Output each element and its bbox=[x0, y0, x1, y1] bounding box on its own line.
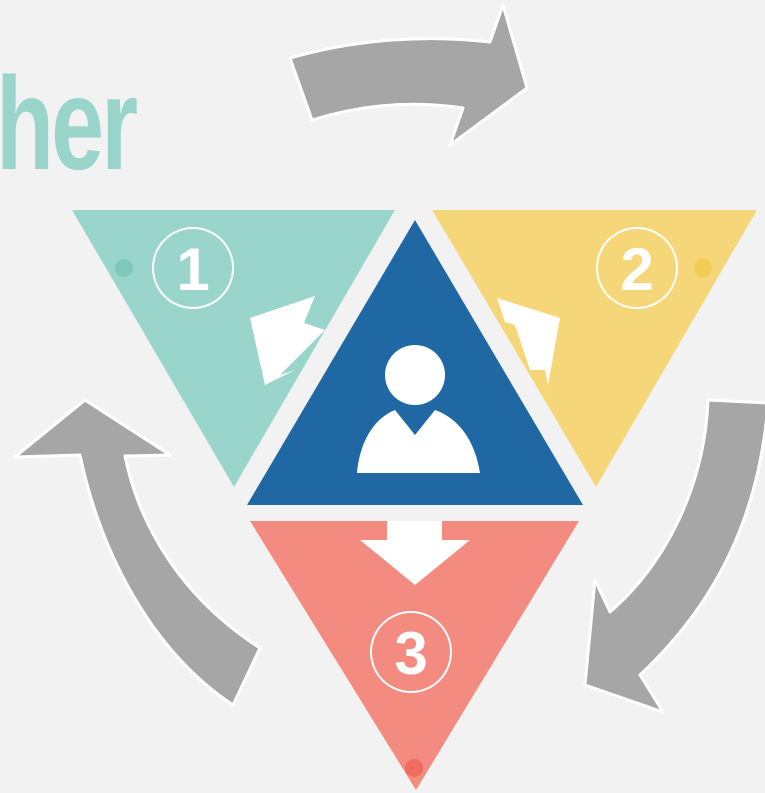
step-3-number: 3 bbox=[394, 620, 427, 687]
inner-arrow-right bbox=[497, 298, 560, 385]
inner-arrow-left bbox=[250, 296, 325, 385]
step-1-triangle bbox=[72, 210, 395, 487]
step-3-triangle bbox=[250, 521, 579, 790]
step-1-number: 1 bbox=[176, 236, 209, 303]
inner-arrow-down bbox=[360, 521, 470, 585]
step-1-badge: 1 bbox=[152, 227, 234, 309]
cycle-arrow-right bbox=[583, 398, 765, 714]
step-2-dot bbox=[694, 259, 712, 277]
partial-title: her bbox=[0, 50, 138, 197]
step-3-badge: 3 bbox=[370, 611, 452, 693]
person-icon bbox=[357, 345, 480, 473]
step-2-badge: 2 bbox=[596, 227, 678, 309]
step-2-number: 2 bbox=[620, 236, 653, 303]
cycle-arrow-top bbox=[288, 3, 529, 147]
step-1-dot bbox=[115, 259, 133, 277]
step-3-dot bbox=[405, 759, 423, 777]
cycle-arrow-left bbox=[13, 398, 262, 707]
